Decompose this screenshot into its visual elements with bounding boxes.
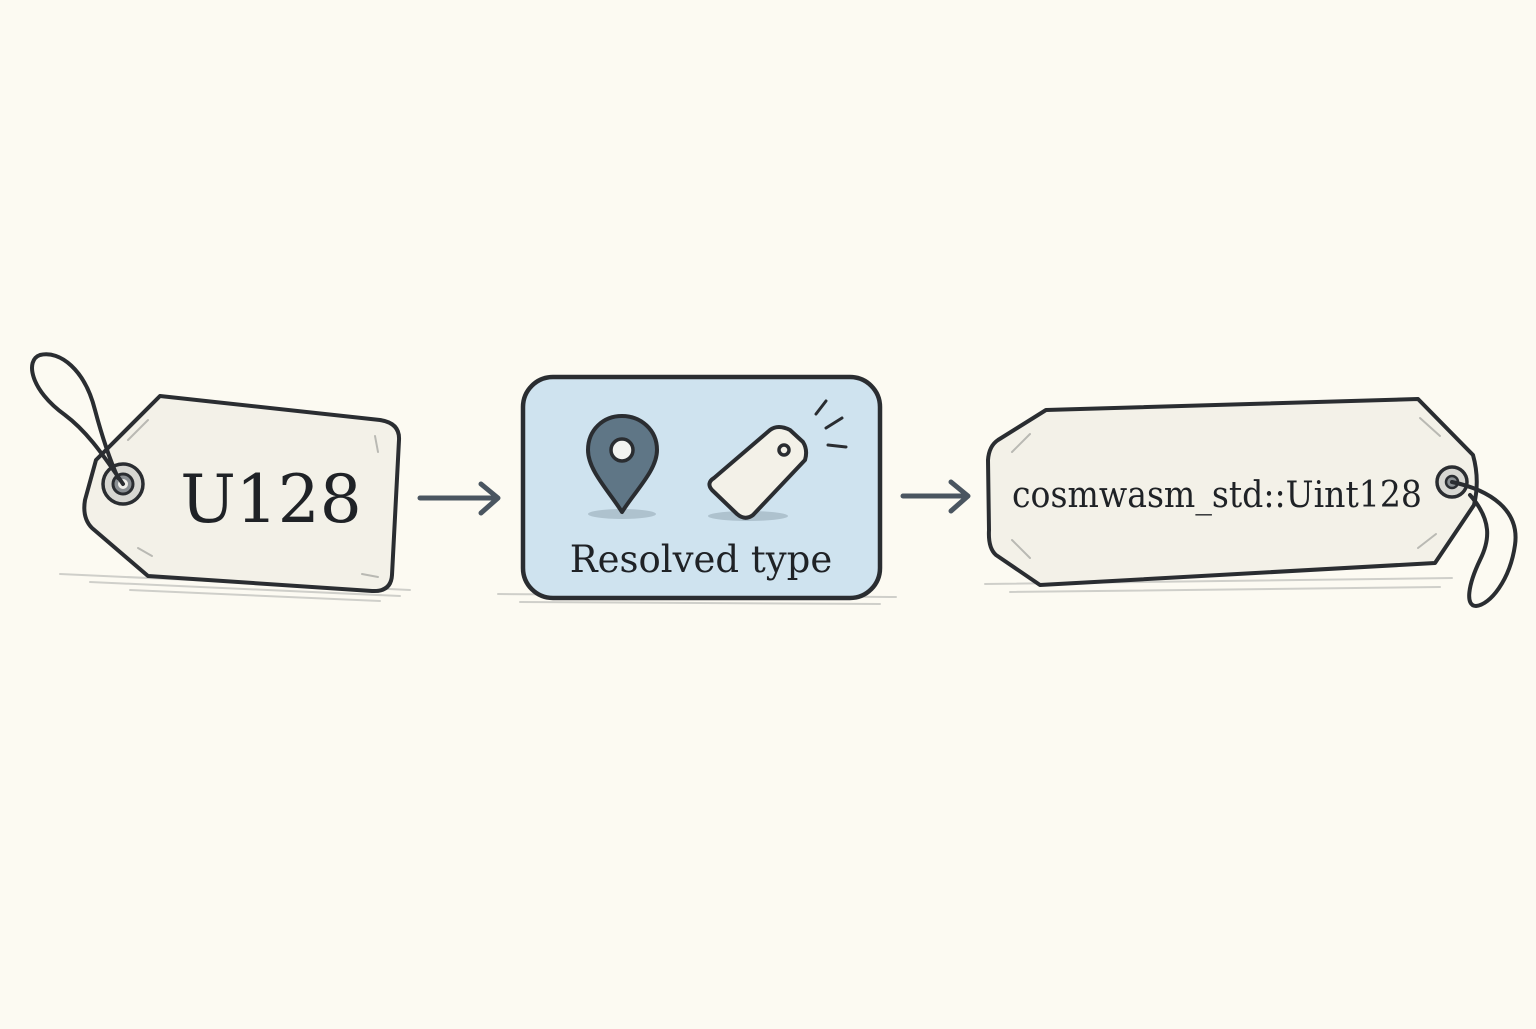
- map-pin-icon: [586, 414, 659, 519]
- result-tag-body: [986, 397, 1479, 587]
- price-tag-icon: [707, 399, 848, 521]
- resolver-box: Resolved type: [497, 374, 897, 605]
- arrow-right-icon: [417, 481, 501, 516]
- source-tag-label: U128: [180, 461, 362, 538]
- arrow-right-icon: [900, 479, 971, 514]
- resolver-caption: Resolved type: [570, 538, 832, 581]
- result-tag-label: cosmwasm_std::Uint128: [1012, 475, 1422, 516]
- source-tag-sketch-lines: [127, 419, 379, 578]
- result-tag: cosmwasm_std::Uint128: [984, 397, 1518, 609]
- source-tag-body: [82, 394, 402, 594]
- result-tag-sketch-lines: [1011, 417, 1441, 559]
- source-tag: U128: [30, 352, 411, 602]
- source-tag-string: [30, 352, 125, 486]
- result-tag-string: [1450, 480, 1518, 609]
